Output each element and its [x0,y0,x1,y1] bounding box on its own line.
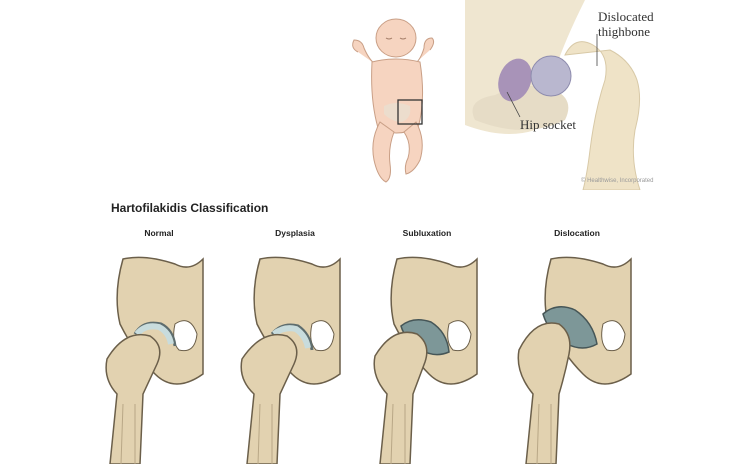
dislocated-thighbone-label: Dislocated thighbone [598,9,654,39]
hip-diagram-subluxation [373,256,478,464]
hip-highlight-box [397,99,423,125]
classification-title: Hartofilakidis Classification [111,201,269,215]
hip-diagram-dislocation [517,256,632,464]
baby-illustration [352,18,435,183]
hip-diagram-dysplasia [240,256,341,464]
stage-label-dislocation: Dislocation [554,228,600,238]
stage-label-dysplasia: Dysplasia [275,228,315,238]
hip-diagram-normal [105,256,204,464]
dislocated-hip-detail [465,0,641,190]
hip-socket-label: Hip socket [520,117,576,132]
stage-label-subluxation: Subluxation [402,228,452,238]
femoral-head [530,55,572,97]
hip-socket [498,58,532,102]
stage-label-normal: Normal [144,228,174,238]
copyright-text: © Healthwise, Incorporated [581,178,654,184]
